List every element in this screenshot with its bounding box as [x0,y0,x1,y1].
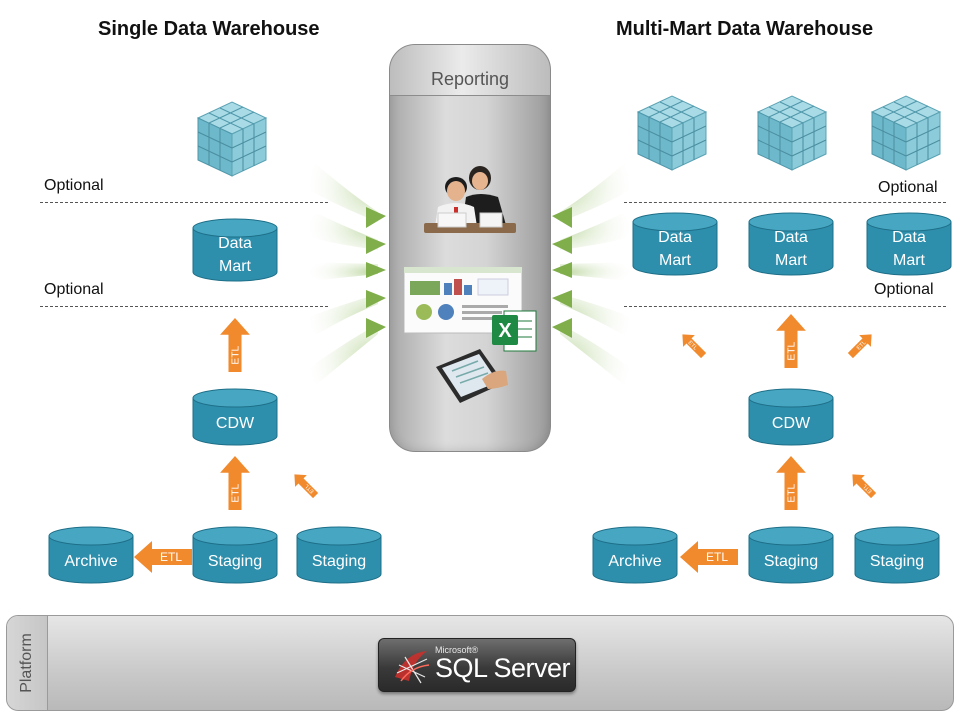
data-mart-label: Data Mart [774,229,808,269]
staging-cylinder: Staging [854,526,940,584]
etl-arrow-diagonal: ETL [294,474,319,499]
staging-cylinder: Staging [192,526,278,584]
single-dw-heading: Single Data Warehouse [98,18,320,40]
right-flow-fan [552,150,640,398]
optional-label: Optional [874,281,934,298]
cdw-label: CDW [771,414,811,432]
platform-label: Platform [18,633,35,693]
multi-mart-dw-heading: Multi-Mart Data Warehouse [616,18,874,40]
etl-arrow-up: ETL [776,314,806,368]
etl-arrow-up: ETL [220,456,250,510]
cube-icon [196,101,268,177]
etl-label: ETL [160,550,182,564]
data-mart-cylinder: Data Mart [192,218,278,282]
excel-icon: X [492,310,537,352]
etl-label: ETL [231,346,242,365]
staging-label: Staging [311,552,367,570]
etl-label: ETL [862,482,874,494]
cube-icon [636,95,708,171]
etl-label: ETL [231,484,242,503]
optional-divider [624,306,946,307]
optional-divider [40,202,328,203]
etl-label: ETL [304,482,316,494]
staging-label: Staging [869,552,925,570]
microsoft-label: Microsoft® [435,645,479,655]
data-mart-label: Data Mart [892,229,926,269]
etl-arrow-diagonal: ETL [852,474,877,499]
etl-arrow-diagonal: ETL [847,334,872,359]
data-mart-cylinder: Data Mart [748,212,834,276]
reporting-title: Reporting [430,69,510,89]
optional-divider [40,306,328,307]
etl-arrow-up: ETL [220,318,250,372]
reporting-panel: Reporting X [389,44,551,452]
archive-cylinder: Archive [592,526,678,584]
cube-icon [870,95,942,171]
cdw-cylinder: CDW [192,388,278,446]
staging-cylinder: Staging [748,526,834,584]
etl-arrow-left: ETL [680,541,738,573]
reporting-people-icon [424,166,516,233]
data-mart-label: Data Mart [658,229,692,269]
etl-label: ETL [787,484,798,503]
archive-label: Archive [608,552,662,570]
optional-label: Optional [44,281,104,298]
etl-label: ETL [686,340,698,352]
etl-label: ETL [787,342,798,361]
cdw-label: CDW [215,414,255,432]
etl-label: ETL [856,340,868,352]
staging-label: Staging [763,552,819,570]
staging-cylinder: Staging [296,526,382,584]
data-mart-label: Data Mart [218,235,252,275]
cdw-cylinder: CDW [748,388,834,446]
etl-arrow-up: ETL [776,456,806,510]
optional-divider [624,202,946,203]
tablet-pen-icon [436,349,508,403]
sql-server-badge: Microsoft® SQL Server [378,638,576,692]
archive-label: Archive [64,552,118,570]
cube-icon [756,95,828,171]
data-mart-cylinder: Data Mart [866,212,952,276]
optional-label: Optional [44,177,104,194]
left-flow-fan [300,150,386,398]
optional-label: Optional [878,179,938,196]
reporting-header: Reporting [390,45,550,96]
staging-label: Staging [207,552,263,570]
svg-text:X: X [498,320,512,342]
etl-label: ETL [706,550,728,564]
sql-server-logo-icon [395,651,430,684]
etl-arrow-left: ETL [134,541,192,573]
archive-cylinder: Archive [48,526,134,584]
sql-server-label: SQL Server [435,653,571,683]
data-mart-cylinder: Data Mart [632,212,718,276]
etl-arrow-diagonal: ETL [682,334,707,359]
platform-side-tab: Platform [7,616,48,710]
